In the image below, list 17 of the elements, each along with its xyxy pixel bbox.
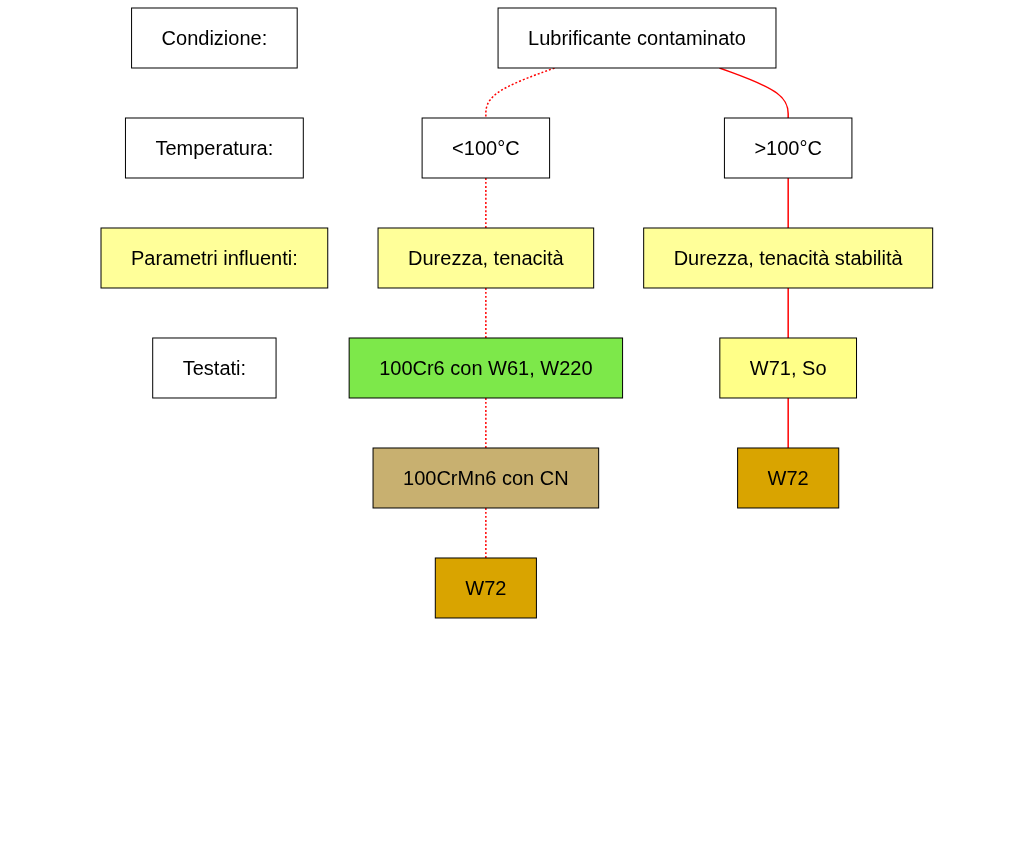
node-box: 100CrMn6 con CN [372,447,599,509]
node-box: Durezza, tenacità stabilità [642,227,933,289]
node-box: >100°C [723,117,853,179]
node-box: Temperatura: [124,117,304,179]
node-box: Lubrificante contaminato [497,7,777,69]
connector [787,397,789,449]
node-box: W71, So [719,337,857,399]
node-box: 100Cr6 con W61, W220 [348,337,623,399]
node-box: W72 [434,557,537,619]
node-box: W72 [736,447,839,509]
connector [787,287,789,339]
node-box: Condizione: [130,7,298,69]
node-box: <100°C [421,117,550,179]
node-box: Durezza, tenacità [377,227,594,289]
node-box: Parametri influenti: [100,227,328,289]
node-box: Testati: [151,337,277,399]
connector [787,177,789,229]
